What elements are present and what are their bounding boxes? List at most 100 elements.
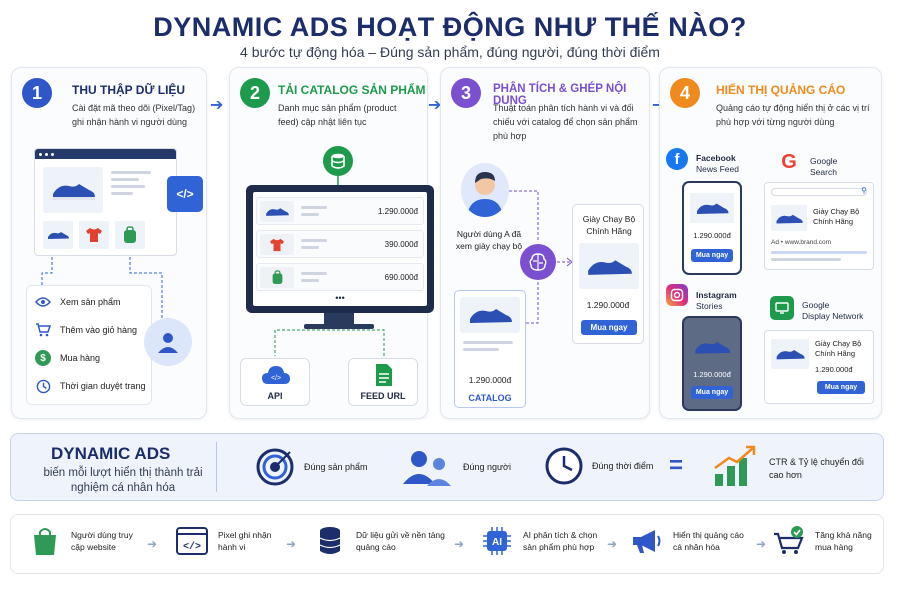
monitor-base (304, 324, 374, 329)
user-avatar-icon (144, 318, 192, 366)
flow-step-ai: AI AI phân tích & chọn sản phẩm phù hợp (481, 525, 603, 557)
rec-product-title: Giày Chạy Bộ Chính Hãng (582, 214, 636, 236)
feed-connectors (274, 329, 385, 356)
banner-subtitle: biến mỗi lượt hiển thị thành trải nghiệm… (43, 467, 203, 494)
instagram-phone: 1.290.000đ Mua ngay (682, 316, 742, 411)
google-search-result: ⚲ Giày Chạy Bộ Chính Hãng Ad • www.brand… (764, 182, 874, 270)
flow-step-pixel: </> Pixel ghi nhận hành vi (176, 525, 278, 557)
banner-right-time: Đúng thời điểm (544, 446, 653, 486)
step-title-3: PHÂN TÍCH & GHÉP NỘI DUNG (493, 83, 627, 107)
catalog-label: CATALOG (468, 393, 512, 403)
event-purchase: $ Mua hàng (35, 350, 100, 366)
users-icon (403, 451, 451, 486)
banner-divider (216, 442, 217, 492)
step-arrow-2: ➔ (428, 97, 442, 114)
step-number-3: 3 (451, 78, 481, 108)
svg-text:</>: </> (183, 541, 201, 553)
step-card-4: 4 HIỂN THỊ QUẢNG CÁO Quảng cáo tự động h… (659, 67, 882, 419)
growth-chart-icon (713, 444, 759, 493)
db-connector (337, 176, 339, 186)
facebook-buy-button[interactable]: Mua ngay (691, 249, 733, 262)
step-number-4: 4 (670, 78, 700, 108)
svg-text:</>: </> (271, 375, 281, 382)
dollar-icon: $ (35, 350, 51, 366)
catalog-row-shirt: 390.000đ (256, 230, 424, 258)
rec-shoe-image (579, 243, 639, 289)
tracking-connectors (41, 257, 163, 318)
user-a-avatar (461, 163, 509, 217)
event-view: Xem sản phẩm (35, 294, 121, 310)
step-title-2: TẢI CATALOG SẢN PHẨM (278, 83, 426, 97)
api-feed: </> API (240, 358, 310, 406)
database-icon (323, 146, 353, 176)
recommended-product-card: Giày Chạy Bộ Chính Hãng 1.290.000đ Mua n… (572, 204, 644, 344)
facebook-icon: f (666, 148, 688, 170)
flow-step-data: Dữ liệu gửi về nền tảng quảng cáo (314, 525, 446, 557)
database-icon (314, 525, 346, 557)
code-tag-icon: </> (167, 176, 203, 212)
backpack-thumb (115, 221, 145, 249)
ai-chip-icon: AI (481, 525, 513, 557)
shirt-thumb (79, 221, 109, 249)
step-title-1: THU THẬP DỮ LIỆU (72, 83, 186, 97)
step-arrow-1: ➔ (210, 97, 224, 114)
catalog-card: 1.290.000đ CATALOG (454, 290, 526, 408)
catalog-price: 1.290.000đ (468, 375, 512, 385)
browser-mockup (34, 148, 177, 256)
ai-brain-icon (520, 244, 556, 280)
catalog-row-backpack: 690.000đ (256, 263, 424, 291)
banner-right-person: Đúng người (399, 446, 511, 488)
rec-price: 1.290.000đ (586, 300, 630, 310)
cart-check-icon (773, 525, 805, 557)
step-card-3: 3 PHÂN TÍCH & GHÉP NỘI DUNG Thuật toán p… (440, 67, 650, 419)
catalog-row-shoe: 1.290.000đ (256, 197, 424, 225)
flow-step-visit: Người dùng truy cập website (29, 525, 141, 557)
flow-arrow-2: ➜ (286, 537, 297, 551)
google-icon: G (781, 150, 797, 173)
step-title-4: HIỂN THỊ QUẢNG CÁO (716, 83, 846, 97)
instagram-buy-button[interactable]: Mua ngay (691, 386, 733, 399)
shopping-bag-icon (29, 525, 61, 557)
step-desc-3: Thuật toán phân tích hành vi và đối chiế… (493, 103, 638, 141)
code-window-icon: </> (176, 525, 208, 557)
facebook-phone: 1.290.000đ Mua ngay (682, 181, 742, 275)
display-buy-button[interactable]: Mua ngay (817, 381, 865, 394)
megaphone-icon (631, 525, 663, 557)
step-number-2: 2 (240, 78, 270, 108)
step-desc-1: Cài đặt mã theo dõi (Pixel/Tag) ghi nhận… (72, 103, 196, 127)
more-dots: ••• (335, 293, 345, 303)
step-desc-2: Danh mục sản phẩm (product feed) cập nhậ… (278, 103, 397, 127)
user-a-note: Người dùng A đã xem giày chạy bộ (455, 229, 523, 251)
flow-step-ad: Hiển thị quảng cáo cá nhân hóa (631, 525, 753, 557)
event-list: Xem sản phẩm Thêm vào giỏ hàng $ Mua hàn… (26, 285, 152, 405)
display-network-icon (770, 296, 794, 320)
catalog-monitor: 1.290.000đ 390.000đ 690.000đ ••• (246, 185, 434, 313)
step-number-1: 1 (22, 78, 52, 108)
buy-now-button[interactable]: Mua ngay (581, 320, 637, 335)
search-icon: ⚲ (861, 186, 867, 195)
flow-arrow-3: ➜ (454, 537, 465, 551)
flow-step-purchase: Tăng khả năng mua hàng (773, 525, 879, 557)
flow-arrow-1: ➜ (147, 537, 158, 551)
display-ad-card: Giày Chạy Bộ Chính Hãng 1.290.000đ Mua n… (764, 330, 874, 404)
flow-arrow-4: ➜ (607, 537, 618, 551)
summary-banner: DYNAMIC ADS biến mỗi lượt hiển thị thành… (10, 433, 884, 501)
feed-url: FEED URL (348, 358, 418, 406)
page-subtitle: 4 bước tự động hóa – Đúng sản phẩm, đúng… (240, 44, 660, 60)
equals-sign: = (669, 452, 684, 479)
page-title: DYNAMIC ADS HOẠT ĐỘNG NHƯ THẾ NÀO? (153, 12, 747, 42)
svg-text:AI: AI (492, 537, 502, 548)
banner-title: DYNAMIC ADS (51, 444, 171, 463)
result-text: CTR & Tỷ lệ chuyển đổi cao hơn (769, 457, 864, 480)
banner-right-product: Đúng sản phẩm (254, 446, 368, 488)
document-icon (376, 364, 392, 386)
clock-icon (545, 447, 583, 485)
instagram-icon (666, 284, 688, 306)
step-card-1: 1 THU THẬP DỮ LIỆU Cài đặt mã theo dõi (… (11, 67, 207, 419)
event-time-on-page: Thời gian duyệt trang (35, 378, 145, 394)
